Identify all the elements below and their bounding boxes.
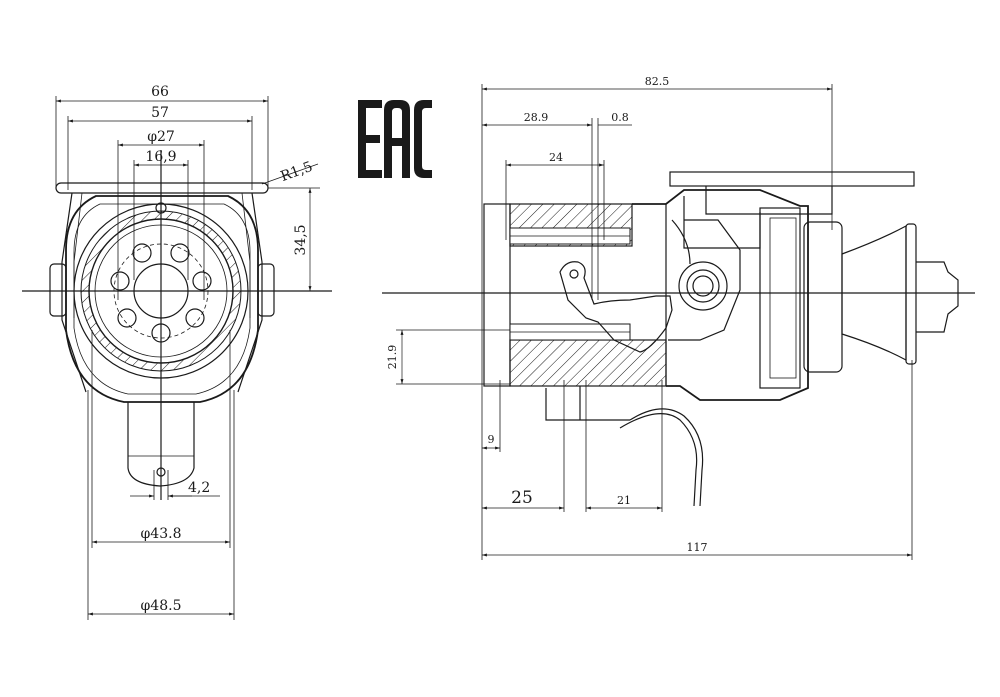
side-cable — [916, 261, 959, 333]
dim-82-5: 82.5 — [645, 75, 670, 88]
dim-phi27: φ27 — [147, 129, 175, 145]
dim-24: 24 — [549, 151, 563, 164]
side-mount-plate — [669, 171, 915, 187]
dim-25: 25 — [511, 488, 533, 508]
front-left-knob — [49, 263, 67, 317]
side-main-body — [632, 189, 809, 401]
dim-phi43-8: φ43.8 — [141, 526, 182, 542]
dim-21-9: 21.9 — [386, 345, 399, 370]
dim-9: 9 — [488, 433, 495, 446]
side-socket-bottom-section — [509, 339, 667, 387]
dim-57: 57 — [151, 105, 169, 121]
front-housing — [65, 195, 259, 403]
side-hinge-pin — [692, 275, 714, 297]
side-view: 82.5 28.9 0.8 24 21.9 9 25 21 117 — [382, 75, 975, 560]
dim-phi48-5: φ48.5 — [141, 598, 182, 614]
dim-66: 66 — [151, 84, 169, 100]
side-hinge-outer — [678, 261, 728, 311]
front-mount-plate — [55, 182, 269, 194]
side-spring-tail — [619, 408, 704, 507]
side-latch-lever — [559, 261, 673, 353]
dim-16-9: 16,9 — [145, 149, 176, 165]
dim-28-9: 28.9 — [524, 111, 549, 124]
dim-0-8: 0.8 — [611, 111, 629, 124]
front-right-knob — [257, 263, 275, 317]
dim-34-5: 34,5 — [293, 224, 309, 255]
side-front-ring — [803, 221, 843, 373]
dim-117: 117 — [687, 541, 708, 554]
dim-r1-5: R1,5 — [279, 159, 315, 185]
front-cable-lug — [127, 402, 195, 487]
front-view: 66 57 φ27 16,9 R1,5 34,5 4,2 φ43.8 φ48.5 — [22, 84, 332, 620]
eac-logo — [358, 100, 432, 178]
dim-21: 21 — [617, 494, 631, 507]
dim-4-2: 4,2 — [188, 480, 210, 496]
